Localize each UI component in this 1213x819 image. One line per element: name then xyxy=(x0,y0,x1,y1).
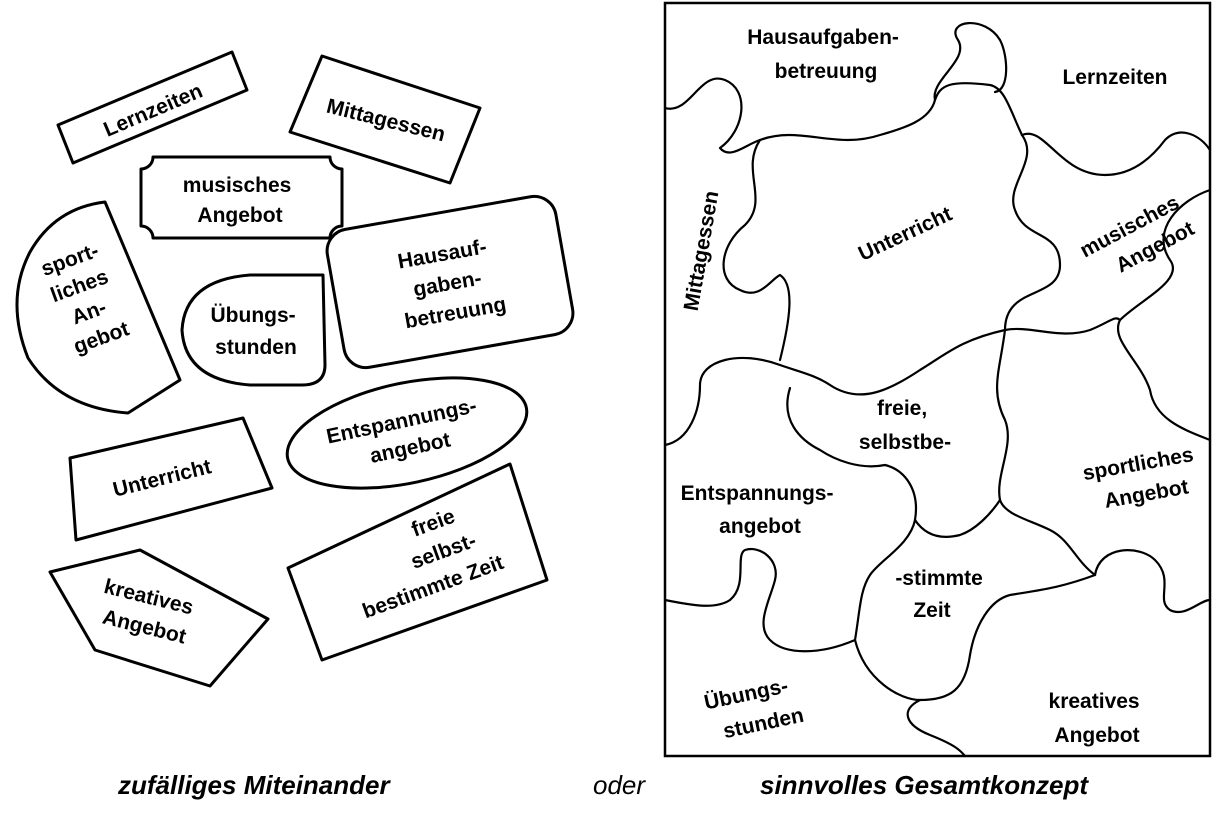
shape-uebungs: Übungs- stunden xyxy=(180,273,327,387)
puzzle-line xyxy=(663,77,762,154)
puzzle-line xyxy=(913,498,1002,538)
puzzle-line xyxy=(933,22,1008,102)
puzzle-frame xyxy=(663,1,1212,758)
shape-freie: freie selbst- bestimmte Zeit xyxy=(286,462,549,662)
caption-left: zufälliges Miteinander xyxy=(118,770,390,800)
shape-hausauf: Hausauf- gaben- betreuung xyxy=(325,194,575,370)
shape-entspannung: Entspannungs- angebot xyxy=(285,376,529,490)
puzzle-group: Hausaufgaben- betreuung Lernzeiten Mitta… xyxy=(663,1,1212,758)
caption-middle: oder xyxy=(593,770,646,800)
puzzle-line xyxy=(1093,549,1212,613)
puzzle-label-stimmte: -stimmte Zeit xyxy=(895,567,988,622)
shape-kreatives: kreatives Angebot xyxy=(48,548,270,688)
puzzle-label-hausauf: Hausaufgaben- betreuung xyxy=(747,26,905,83)
puzzle-line xyxy=(1020,131,1212,177)
puzzle-label-kreatives: kreatives Angebot xyxy=(1049,690,1146,747)
caption-right: sinnvolles Gesamtkonzept xyxy=(760,770,1088,800)
puzzle-line xyxy=(995,328,1097,577)
puzzle-line xyxy=(906,698,967,758)
puzzle-line xyxy=(786,386,918,642)
shape-musisches: musisches Angebot xyxy=(139,155,344,240)
puzzle-label-lernzeiten: Lernzeiten xyxy=(1062,66,1167,89)
puzzle-line xyxy=(663,317,1122,447)
puzzle-line xyxy=(722,138,791,362)
shape-lernzeiten: Lernzeiten xyxy=(56,50,249,165)
random-shapes-group: Lernzeiten Mittagessen musisches Angebot… xyxy=(15,50,575,688)
puzzle-line xyxy=(853,573,1097,702)
label-musisches: musisches Angebot xyxy=(183,174,297,227)
puzzle-label-entspannung: Entspannungs- angebot xyxy=(681,482,840,538)
shape-unterricht: Unterricht xyxy=(68,416,274,542)
puzzle-line xyxy=(1003,133,1062,332)
puzzle-label-freie: freie, selbstbe- xyxy=(859,397,951,454)
label-uebungs: Übungs- stunden xyxy=(211,304,302,359)
puzzle-line xyxy=(663,547,857,653)
shape-mittagessen: Mittagessen xyxy=(288,54,482,185)
shape-sportliches: sport- liches An- gebot xyxy=(15,200,182,415)
